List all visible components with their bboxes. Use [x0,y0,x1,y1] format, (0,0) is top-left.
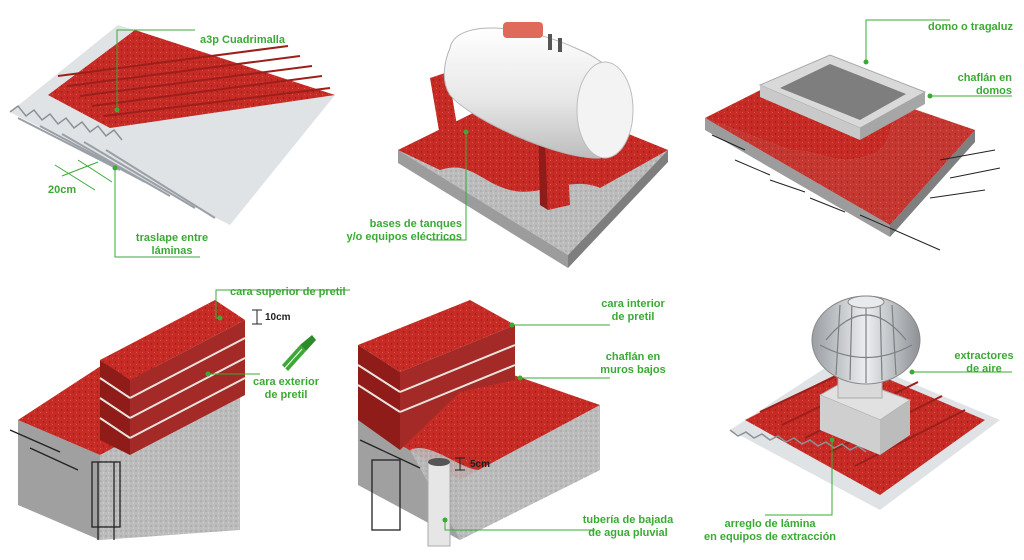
tank-base-illustration [398,22,668,268]
label-dome: domo o tragaluz [928,21,1013,33]
label-tank-base: bases de tanques y/o equipos eléctricos [322,218,462,244]
label-parapet-interior-line2: de pretil [611,311,655,323]
label-dome-chamfer: chaflán en domos [940,72,1012,98]
label-overlap: traslape entre láminas [128,232,216,258]
label-sheet-fix-line1: arreglo de lámina [724,518,816,530]
label-low-wall-chamfer-line1: chaflán en [605,351,661,363]
label-tank-base-line2: y/o equipos eléctricos [346,231,462,243]
dimension-20cm: 20cm [48,184,77,196]
label-parapet-top: cara superior de pretil [230,286,346,298]
label-low-wall-chamfer: chaflán en muros bajos [590,351,676,377]
label-parapet-interior: cara interior de pretil [590,298,676,324]
label-extractor: extractores de aire [944,350,1024,376]
label-overlap-line2: láminas [151,245,193,257]
label-a3p-cuadrimalla: a3p Cuadrimalla [200,34,285,46]
label-parapet-exterior-line1: cara exterior [252,376,320,388]
low-wall-illustration [357,300,610,547]
label-tank-base-line1: bases de tanques [369,218,462,230]
label-parapet-exterior: cara exterior de pretil [246,376,326,402]
label-parapet-interior-line1: cara interior [601,298,665,310]
dimension-10cm: 10cm [265,312,291,323]
label-sheet-fix-line2: en equipos de extracción [703,531,837,543]
dimension-5cm: 5cm [470,459,491,470]
skylight-illustration [705,19,1012,251]
extractor-illustration [729,295,1012,516]
parapet-illustration [9,289,350,540]
label-rain-pipe-line2: de agua pluvial [588,527,668,539]
label-rain-pipe: tubería de bajada de agua pluvial [580,514,676,540]
corrugated-roof-illustration [9,25,335,258]
label-overlap-line1: traslape entre [135,232,209,244]
label-dome-chamfer-line2: domos [975,85,1012,97]
label-parapet-exterior-line2: de pretil [264,389,308,401]
label-extractor-line2: de aire [966,363,1002,375]
paint-brush-icon [282,335,316,371]
label-low-wall-chamfer-line2: muros bajos [600,364,666,376]
label-extractor-line1: extractores [954,350,1014,362]
label-sheet-fix: arreglo de lámina en equipos de extracci… [700,518,840,544]
label-rain-pipe-line1: tubería de bajada [582,514,674,526]
label-dome-chamfer-line1: chaflán en [957,72,1012,84]
